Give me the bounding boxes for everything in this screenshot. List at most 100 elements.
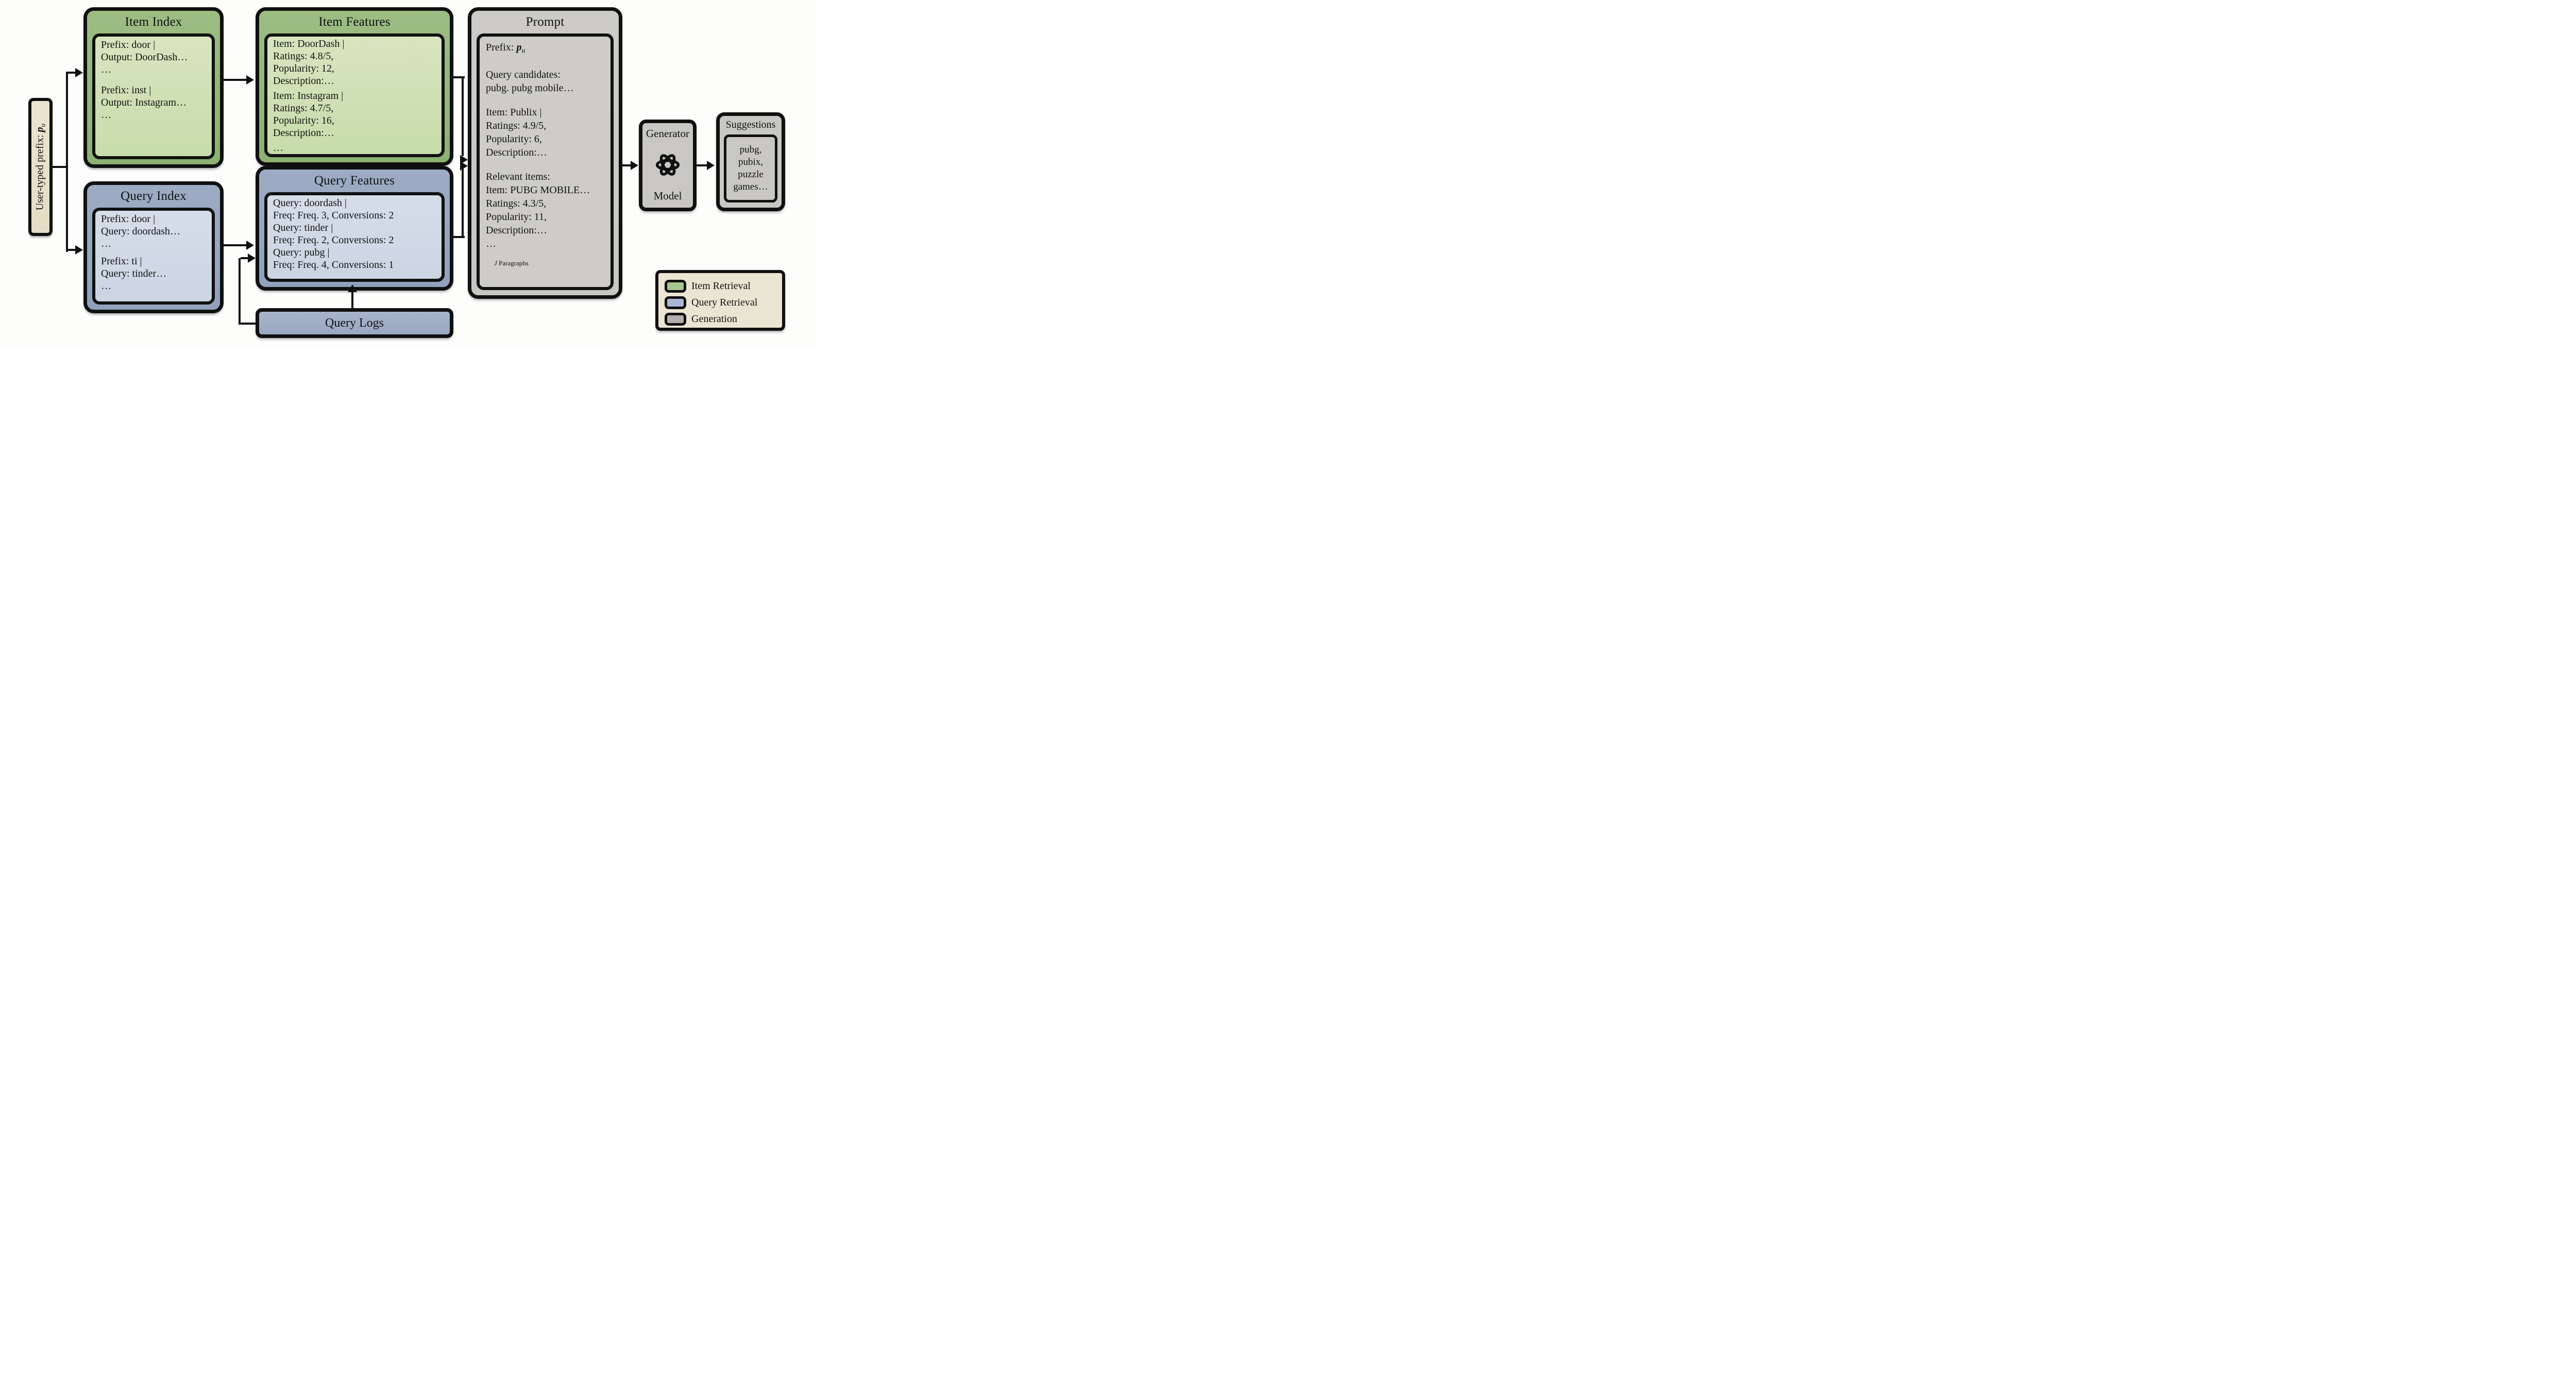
text-line: Query: pubg | [273,247,330,258]
arrow-querylogs-queryfeatures-left [248,254,256,263]
legend-row-item-retrieval: Item Retrieval [665,278,782,294]
prompt-footnote: J Paragraphs [494,257,604,270]
text-line: pubg, [739,144,762,155]
legend-row-query-retrieval: Query Retrieval [665,294,782,311]
legend-label: Query Retrieval [691,296,758,308]
text-line: Freq: Freq. 4, Conversions: 1 [273,259,394,271]
text-line: Item: DoorDash | [273,38,345,49]
text-line: Ratings: 4.3/5, [486,198,547,209]
item-features-box: Item Features Item: DoorDash | Ratings: … [256,7,453,166]
text-line: Relevant items: [486,171,550,182]
text-line: Query: tinder | [273,222,333,233]
connector-generator-suggestions [697,164,708,166]
legend-label: Generation [691,313,737,325]
text-line: puzzle [738,169,764,180]
text-line: Item: Publix | [486,107,542,118]
legend-swatch-query-retrieval [665,296,686,309]
text-line: Prefix: door | [101,213,156,225]
text-line: Popularity: 6, [486,133,542,145]
text-line: Ratings: 4.9/5, [486,120,547,131]
text-line: Description:… [273,127,334,139]
connector-prompt-generator [622,164,632,166]
suggestions-box: Suggestions pubg, pubix, puzzle games… [716,112,785,211]
text-line: … [273,142,283,154]
text-line: Output: Instagram… [101,97,187,108]
connector-queryfeatures-prompt-v [462,165,464,238]
connector-querylogs-elbow-bottom [239,323,258,325]
text-line: Prefix: ti | [101,256,142,267]
connector-querylogs-elbow-top [241,257,248,259]
text-line: Popularity: 11, [486,211,547,223]
connector-querylogs-elbow-vertical [239,258,241,325]
text-line: Query: doordash | [273,197,347,209]
text-line: Query: doordash… [101,226,180,237]
item-index-inner: Prefix: door | Output: DoorDash… … Prefi… [92,33,215,159]
text-line: pubix, [738,157,764,167]
prefix-symbol-sub: u [39,123,46,127]
prompt-footnote-symbol: J [494,259,497,267]
text-line: Freq: Freq. 3, Conversions: 2 [273,210,394,221]
legend-swatch-item-retrieval [665,279,686,293]
connector-itemindex-itemfeatures [224,79,247,81]
connector-to-query-index [67,249,76,251]
text-line: … [101,238,111,249]
arrow-generator-suggestions [707,161,715,170]
connector-querylogs-up [351,292,353,309]
prompt-prefix-line: Prefix: pu [486,41,604,57]
query-logs-title: Query Logs [325,316,384,330]
text-line: Output: DoorDash… [101,52,188,63]
query-features-box: Query Features Query: doordash | Freq: F… [256,166,453,291]
text-line: Prefix: door | [101,39,156,50]
connector-to-item-index [67,72,76,74]
prefix-symbol: p [34,127,45,132]
text-line: Description:… [486,225,547,236]
generator-label-top: Generator [646,127,689,140]
text-line: Query candidates: [486,69,561,80]
legend-label: Item Retrieval [691,280,751,292]
item-features-inner: Item: DoorDash | Ratings: 4.8/5, Popular… [264,33,445,157]
connector-queryfeatures-prompt-h [453,236,465,238]
text-line: … [101,64,111,75]
suggestions-inner: pubg, pubix, puzzle games… [724,134,777,202]
arrow-queryindex-queryfeatures [246,241,254,250]
text-line: Freq: Freq. 2, Conversions: 2 [273,234,394,246]
query-index-title: Query Index [121,189,187,203]
connector-itemfeatures-prompt-v [462,76,464,156]
prompt-inner: Prefix: pu Query candidates: pubg. pubg … [477,33,614,290]
arrow-querylogs-queryfeatures-up [348,284,357,292]
text-line: games… [733,181,768,192]
user-typed-prefix-box: User-typed prefix: pu [28,98,53,236]
query-logs-box: Query Logs [256,308,453,338]
item-features-title: Item Features [318,15,391,29]
connector-itemfeatures-prompt-h [453,76,465,78]
prompt-box: Prompt Prefix: pu Query candidates: pubg… [468,7,622,299]
text-line: Ratings: 4.8/5, [273,50,334,62]
item-index-box: Item Index Prefix: door | Output: DoorDa… [83,7,224,168]
prompt-footnote-label: Paragraphs [499,259,529,267]
text-line: Query: tinder… [101,268,167,279]
prompt-title: Prompt [526,15,565,29]
knot-icon [655,154,680,176]
user-typed-prefix-label: User-typed prefix: pu [34,124,47,211]
prompt-prefix-label: Prefix: [486,42,514,53]
legend-row-generation: Generation [665,311,782,327]
prefix-label-text: User-typed prefix: [34,134,45,211]
text-line: Description:… [273,75,334,87]
text-line: Prefix: inst | [101,85,151,96]
legend-box: Item Retrieval Query Retrieval Generatio… [655,270,785,331]
query-features-title: Query Features [314,174,395,188]
text-line: … [101,109,111,121]
text-line: Ratings: 4.7/5, [273,103,334,114]
prompt-prefix-sub: u [521,46,526,54]
query-features-inner: Query: doordash | Freq: Freq. 3, Convers… [264,192,445,282]
arrow-prompt-generator [631,161,638,170]
prompt-prefix-symbol: p [516,42,522,53]
legend-swatch-generation [665,312,686,326]
arrow-to-item-index [75,68,83,77]
text-line: Popularity: 12, [273,63,334,74]
connector-prefix-branch [66,72,68,252]
generator-model-box: Generator Model [639,120,697,211]
connector-queryindex-queryfeatures [224,244,247,246]
generator-label-bottom: Model [653,190,682,202]
item-index-title: Item Index [125,15,182,29]
